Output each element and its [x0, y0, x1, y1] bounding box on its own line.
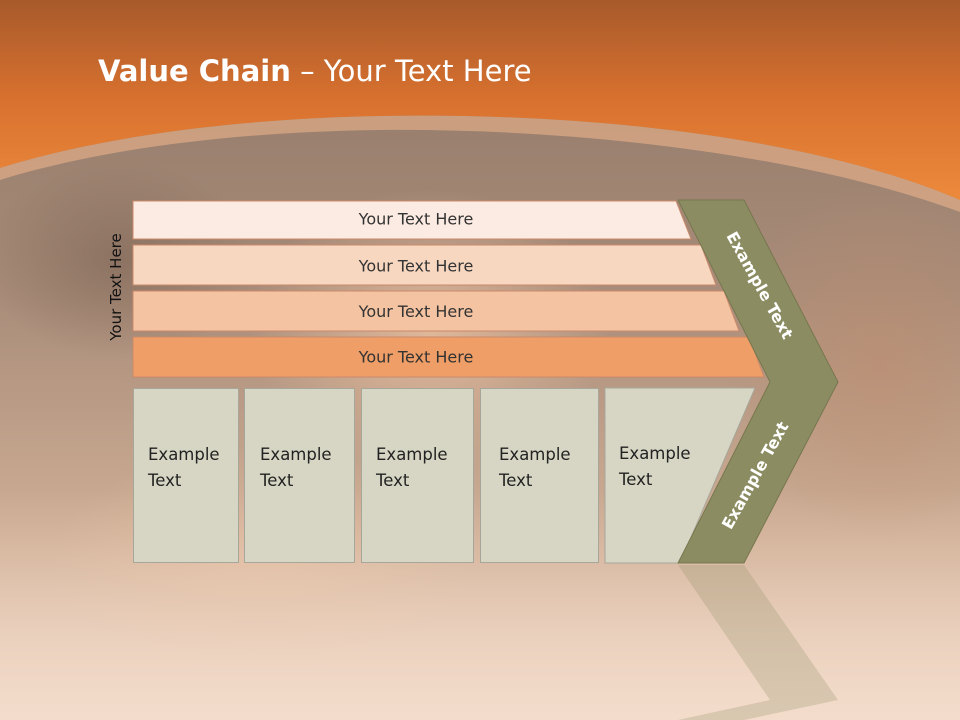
support-bar-3	[132, 290, 740, 332]
primary-box-3: Example Text	[361, 388, 474, 563]
primary-box-3-line2: Text	[376, 471, 410, 490]
primary-box-2-line1: Example	[260, 445, 332, 464]
primary-box-4-line1: Example	[499, 445, 571, 464]
primary-box-3-line1: Example	[376, 445, 448, 464]
header-band	[0, 0, 960, 212]
support-bar-2-label: Your Text Here	[358, 257, 474, 276]
primary-box-4: Example Text	[480, 388, 599, 563]
primary-box-4-line2: Text	[499, 471, 533, 490]
support-bar-1-label: Your Text Here	[358, 210, 474, 229]
slide-title: Value Chain – Your Text Here	[98, 54, 532, 88]
primary-box-2: Example Text	[244, 388, 355, 563]
title-bold: Value Chain	[98, 54, 291, 88]
primary-box-1: Example Text	[133, 388, 239, 563]
primary-box-1-line2: Text	[148, 471, 182, 490]
chevron-reflection	[678, 565, 838, 720]
support-bar-3-label: Your Text Here	[358, 302, 474, 321]
primary-box-2-line2: Text	[260, 471, 294, 490]
primary-box-5-line1: Example	[619, 444, 691, 463]
support-bar-4	[132, 336, 765, 378]
title-rest: – Your Text Here	[290, 54, 532, 88]
support-bar-4-label: Your Text Here	[358, 348, 474, 367]
support-bar-2	[132, 244, 717, 286]
primary-box-5: Example Text	[605, 388, 691, 563]
primary-box-1-line1: Example	[148, 445, 220, 464]
primary-box-5-line2: Text	[619, 470, 653, 489]
chevron-arrow	[677, 199, 839, 564]
support-bar-1	[132, 200, 692, 240]
